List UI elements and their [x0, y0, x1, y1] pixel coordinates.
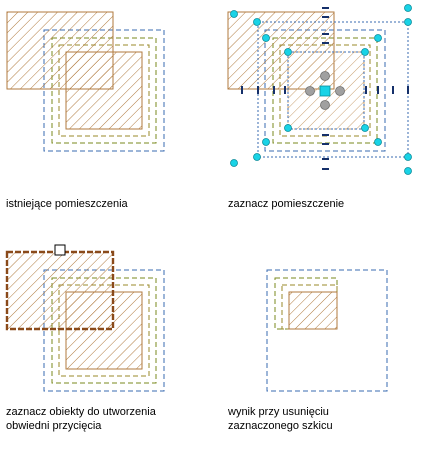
- caption-result: wynik przy usunięciu zaznaczonego szkicu: [228, 405, 333, 433]
- room-hatched-clipped: [288, 291, 338, 330]
- corner-grip-group: [230, 4, 412, 175]
- edge-grip[interactable]: [322, 7, 329, 9]
- edge-grip[interactable]: [322, 33, 329, 35]
- corner-grip[interactable]: [374, 34, 382, 42]
- corner-grip[interactable]: [284, 48, 292, 56]
- pickbox-cursor: [54, 244, 66, 256]
- room-hatched-small: [65, 51, 143, 130]
- edge-grip[interactable]: [273, 86, 275, 94]
- corner-grip[interactable]: [262, 34, 270, 42]
- edge-grip[interactable]: [284, 86, 286, 94]
- caption-line: istniejące pomieszczenia: [6, 198, 128, 210]
- room-boundary-outer: [266, 269, 388, 392]
- edge-grip[interactable]: [322, 158, 329, 160]
- edge-grip[interactable]: [407, 86, 409, 94]
- edge-grip[interactable]: [322, 134, 329, 136]
- center-grip[interactable]: [335, 86, 345, 96]
- edge-grip-group: [241, 7, 409, 170]
- edge-grip[interactable]: [365, 86, 367, 94]
- panel-existing-rooms: [6, 11, 165, 152]
- caption-line: zaznacz pomieszczenie: [228, 198, 345, 210]
- caption-select-objects: zaznacz obiekty do utworzenia obwiedni p…: [6, 405, 156, 433]
- edge-grip[interactable]: [377, 86, 379, 94]
- caption-existing-rooms: istniejące pomieszczenia: [6, 197, 128, 211]
- corner-grip[interactable]: [253, 18, 261, 26]
- corner-grip[interactable]: [361, 124, 369, 132]
- caption-line: obwiedni przycięcia: [6, 420, 102, 432]
- edge-grip[interactable]: [322, 42, 329, 44]
- corner-grip[interactable]: [404, 4, 412, 12]
- corner-grip[interactable]: [230, 10, 238, 18]
- corner-grip[interactable]: [284, 124, 292, 132]
- corner-grip[interactable]: [361, 48, 369, 56]
- center-grip[interactable]: [305, 86, 315, 96]
- corner-grip[interactable]: [374, 138, 382, 146]
- edge-grip[interactable]: [392, 86, 394, 94]
- edge-grip[interactable]: [322, 16, 329, 18]
- selection-boundary-inner: [287, 51, 365, 130]
- center-grip-group: [305, 71, 345, 110]
- selected-object-hatched: [5, 250, 115, 331]
- panel-select-objects: [5, 244, 165, 392]
- caption-line: wynik przy usunięciu: [228, 406, 329, 418]
- panel-result: [266, 269, 388, 392]
- corner-grip[interactable]: [404, 18, 412, 26]
- edge-grip[interactable]: [257, 86, 259, 94]
- corner-grip[interactable]: [230, 159, 238, 167]
- corner-grip[interactable]: [262, 138, 270, 146]
- caption-line: zaznaczonego szkicu: [228, 420, 333, 432]
- caption-line: zaznacz obiekty do utworzenia: [6, 406, 156, 418]
- location-grip[interactable]: [319, 85, 331, 97]
- edge-grip[interactable]: [322, 143, 329, 145]
- center-grip[interactable]: [320, 71, 330, 81]
- corner-grip[interactable]: [404, 153, 412, 161]
- edge-grip[interactable]: [322, 168, 329, 170]
- panel-select-room: [227, 4, 412, 175]
- edge-grip[interactable]: [241, 86, 243, 94]
- corner-grip[interactable]: [253, 153, 261, 161]
- center-grip[interactable]: [320, 100, 330, 110]
- caption-select-room: zaznacz pomieszczenie: [228, 197, 344, 211]
- corner-grip[interactable]: [404, 167, 412, 175]
